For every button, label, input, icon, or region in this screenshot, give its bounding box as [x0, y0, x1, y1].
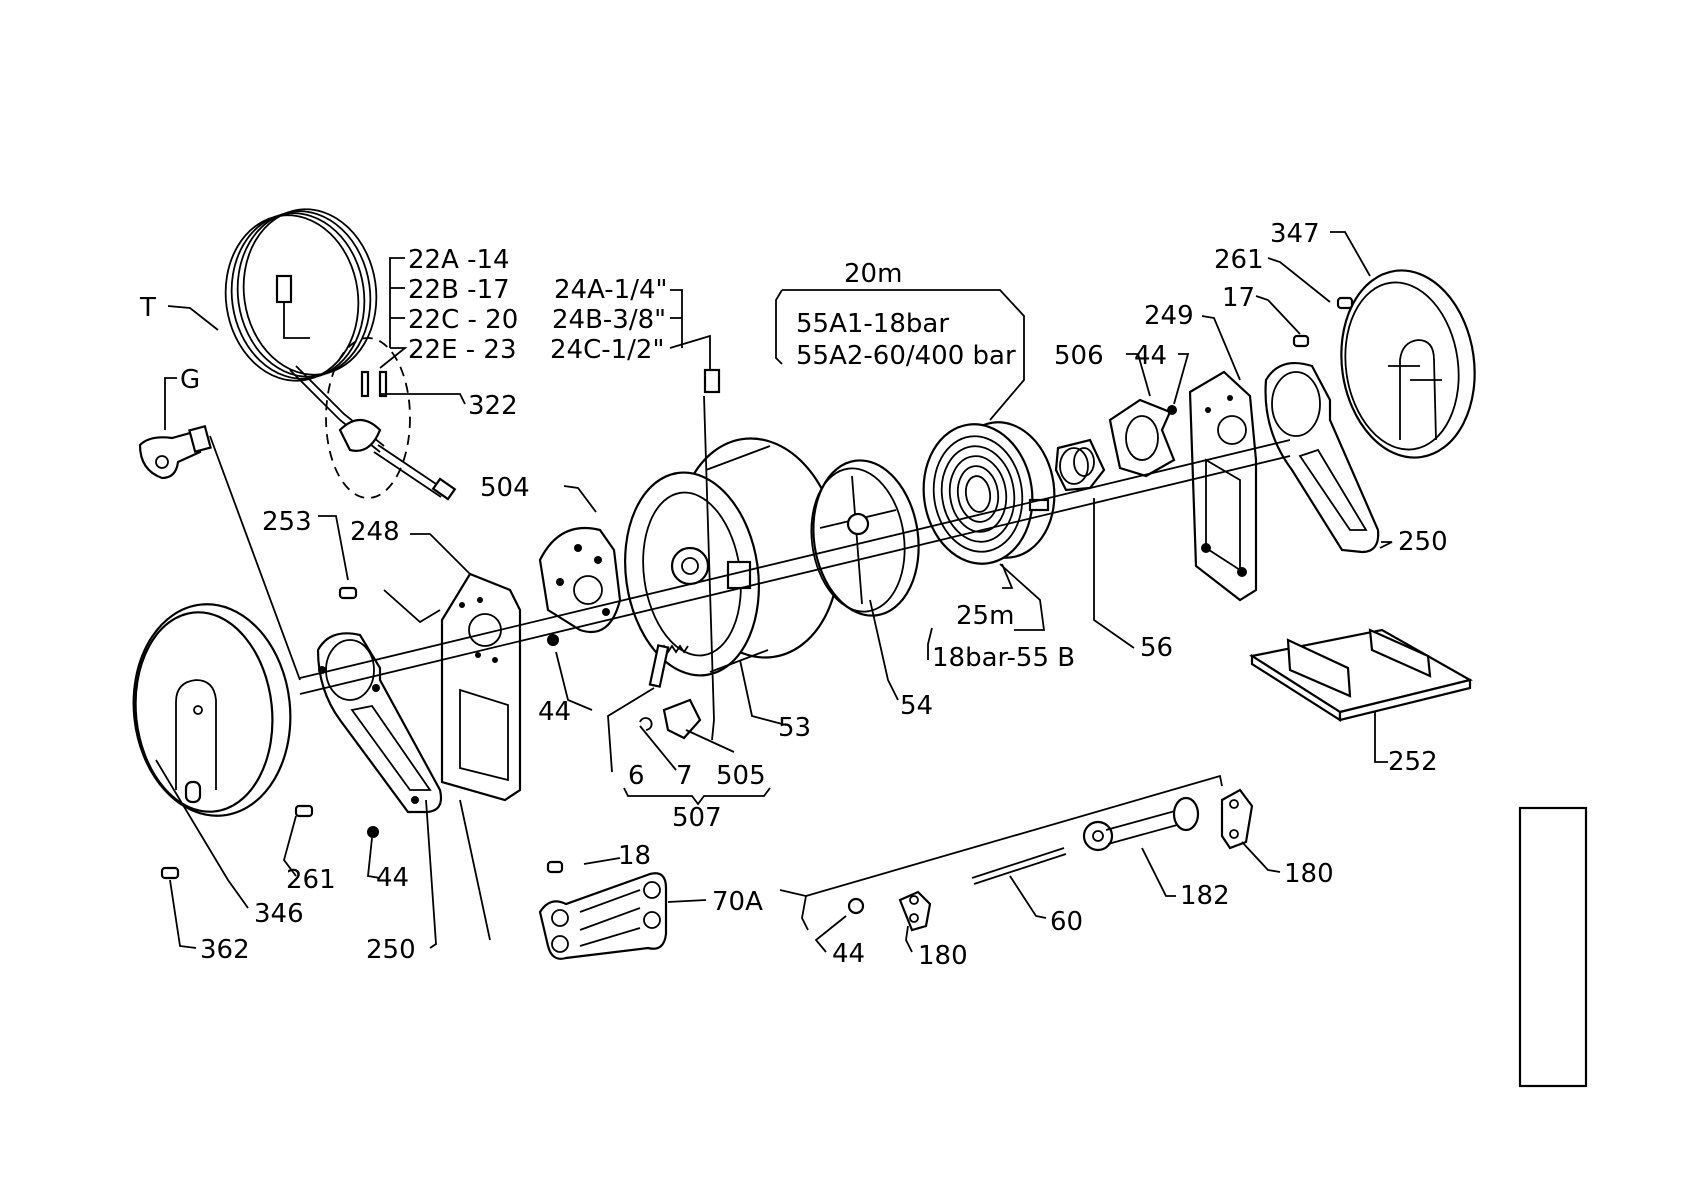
- label-252: 252: [1388, 747, 1438, 777]
- label-347: 347: [1270, 219, 1320, 249]
- guard-346: [123, 596, 300, 823]
- swivel-56: [1056, 440, 1104, 490]
- label-250-right: 250: [1398, 527, 1448, 557]
- label-261-top: 261: [1214, 245, 1264, 275]
- label-507: 507: [672, 803, 722, 833]
- label-362: 362: [200, 935, 250, 965]
- label-22A: 22A -14: [408, 245, 510, 275]
- label-250-bot: 250: [366, 935, 416, 965]
- label-54: 54: [900, 691, 933, 721]
- label-253: 253: [262, 507, 312, 537]
- label-322: 322: [468, 391, 518, 421]
- label-505: 505: [716, 761, 766, 791]
- label-60: 60: [1050, 907, 1083, 937]
- label-44-bot: 44: [376, 863, 409, 893]
- label-7: 7: [676, 761, 693, 791]
- label-504: 504: [480, 473, 530, 503]
- axle-kit-70A: [540, 873, 666, 959]
- label-25m: 25m: [956, 601, 1014, 631]
- label-44-mid: 44: [538, 697, 571, 727]
- label-T: T: [139, 293, 156, 323]
- label-55A1: 55A1-18bar: [796, 309, 949, 339]
- ratchet-plate-504: [540, 528, 620, 632]
- label-70A: 70A: [712, 887, 763, 917]
- label-20m: 20m: [844, 259, 902, 289]
- arm-250-left: [318, 633, 441, 812]
- label-53: 53: [778, 713, 811, 743]
- label-180-right: 180: [1284, 859, 1334, 889]
- label-18: 18: [618, 841, 651, 871]
- label-180-left: 180: [918, 941, 968, 971]
- label-22C: 22C - 20: [408, 305, 518, 335]
- label-18bar-55B: 18bar-55 B: [932, 643, 1075, 673]
- guard-347: [1330, 262, 1487, 467]
- legend-box: [1520, 808, 1586, 1086]
- label-44-kit: 44: [832, 939, 865, 969]
- label-506: 506: [1054, 341, 1104, 371]
- label-G: G: [180, 365, 200, 395]
- label-24B: 24B-3/8": [552, 305, 666, 335]
- label-248: 248: [350, 517, 400, 547]
- label-182: 182: [1180, 881, 1230, 911]
- hose-coil: [215, 201, 387, 452]
- label-24C: 24C-1/2": [550, 335, 664, 365]
- label-249: 249: [1144, 301, 1194, 331]
- label-56: 56: [1140, 633, 1173, 663]
- flange-506: [1110, 400, 1174, 476]
- label-22B: 22B -17: [408, 275, 510, 305]
- swivel-fitting: [140, 426, 211, 478]
- spring-cassette-55: [915, 415, 1063, 570]
- label-22E: 22E - 23: [408, 335, 517, 365]
- label-44-top: 44: [1134, 341, 1167, 371]
- label-6: 6: [628, 761, 645, 791]
- label-55A2: 55A2-60/400 bar: [796, 341, 1016, 371]
- base-plate-252: [1252, 630, 1470, 720]
- label-17: 17: [1222, 283, 1255, 313]
- label-346: 346: [254, 899, 304, 929]
- label-261-bot: 261: [286, 865, 336, 895]
- bracket-249: [1190, 372, 1256, 600]
- label-24A: 24A-1/4": [554, 275, 667, 305]
- bracket-248: [442, 574, 520, 800]
